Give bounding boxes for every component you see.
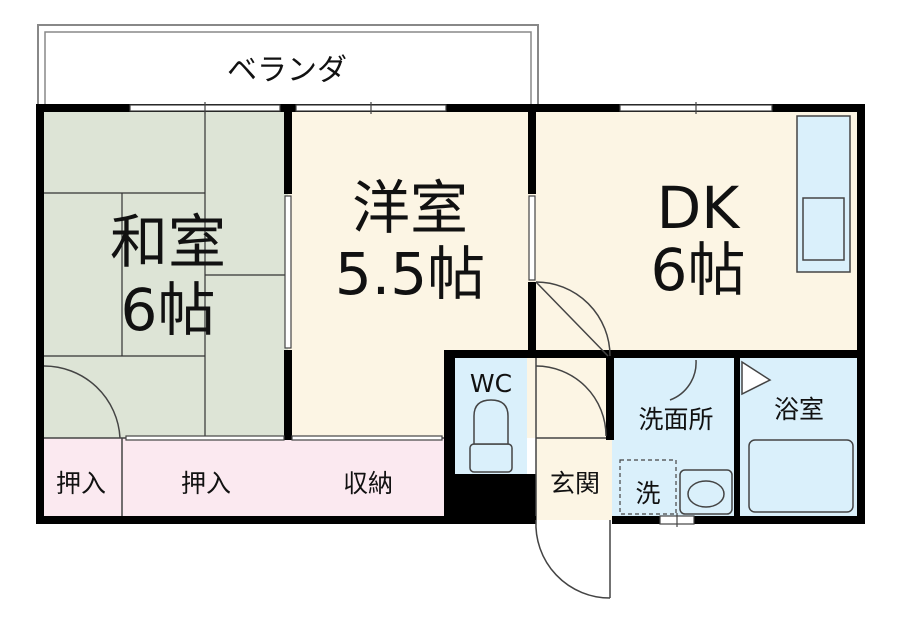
dk-name: DK xyxy=(657,174,742,242)
window-mullions xyxy=(204,102,697,527)
youshitsu-name: 洋室 xyxy=(352,174,468,242)
veranda-label: ベランダ xyxy=(227,53,347,88)
youshitsu-size: 5.5帖 xyxy=(335,240,485,308)
door-swings xyxy=(43,281,772,599)
washitsu-name: 和室 xyxy=(110,208,226,276)
senmenjo-label: 洗面所 xyxy=(638,405,713,434)
interior-sliding-doors xyxy=(125,195,536,441)
shuunou-floor xyxy=(288,438,444,520)
veranda: ベランダ xyxy=(37,24,539,105)
kitchen-counter xyxy=(796,115,851,273)
tatami-lines xyxy=(38,112,288,438)
oshiire-small-label: 押入 xyxy=(56,469,106,498)
genkan-label: 玄関 xyxy=(550,469,600,498)
washbasin-icon xyxy=(679,469,733,515)
washitsu-floor xyxy=(38,108,288,438)
dk-size: 6帖 xyxy=(651,236,746,304)
walls xyxy=(36,104,865,524)
bathtub-icon xyxy=(748,439,854,513)
shuunou-label: 収納 xyxy=(343,469,393,498)
sentakuki-label: 洗 xyxy=(635,479,660,508)
washitsu-size: 6帖 xyxy=(121,276,216,344)
yokushitsu-label: 浴室 xyxy=(774,395,824,424)
wc-black-block xyxy=(444,474,536,520)
toilet-icon xyxy=(469,399,513,473)
oshiire-floor xyxy=(122,438,288,520)
washing-machine-area xyxy=(619,459,677,515)
oshiire-small-floor xyxy=(38,438,122,520)
oshiire-label: 押入 xyxy=(181,469,231,498)
wc-label: WC xyxy=(470,369,512,398)
